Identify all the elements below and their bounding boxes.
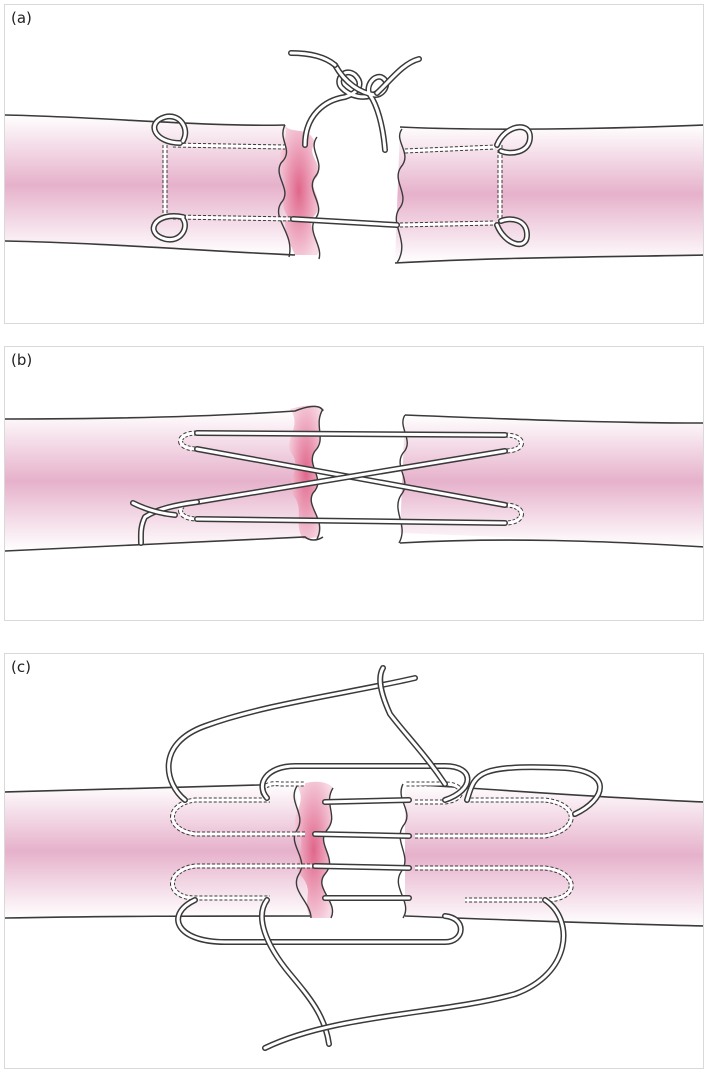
wound-face-left <box>289 405 323 539</box>
suture-diagram-a <box>5 50 703 264</box>
panel-c: (c) <box>4 653 704 1069</box>
panel-a: (a) <box>4 4 704 324</box>
suture-diagram-b <box>5 405 703 552</box>
panel-b: (b) <box>4 346 704 621</box>
panel-label-c: (c) <box>11 658 31 676</box>
tendon-left <box>5 784 310 918</box>
tendon-right <box>400 415 703 547</box>
tendon-right <box>395 125 703 263</box>
tendon-right <box>405 784 703 926</box>
panel-label-b: (b) <box>11 351 33 369</box>
tendon-left <box>5 411 305 551</box>
wound-face-left <box>294 781 333 918</box>
tendon-left <box>5 115 295 255</box>
suture-diagram-c <box>5 665 703 1051</box>
panel-label-a: (a) <box>11 9 32 27</box>
